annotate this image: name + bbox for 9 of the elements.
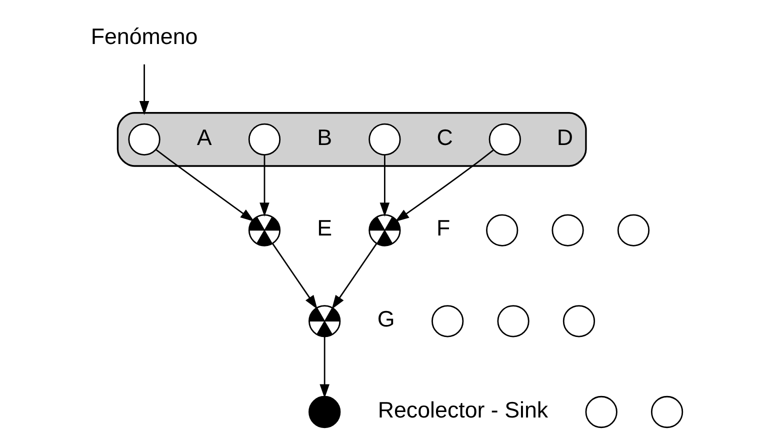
node-label: D <box>556 124 573 150</box>
node-label: B <box>316 124 332 150</box>
node-label: F <box>436 216 450 241</box>
node-label: E <box>316 216 332 241</box>
node-label: G <box>376 306 394 332</box>
node-label: C <box>436 124 452 150</box>
node-text: Fenómeno <box>90 24 198 50</box>
node-label: A <box>196 124 212 150</box>
node-label: Recolector - Sink <box>377 397 548 422</box>
